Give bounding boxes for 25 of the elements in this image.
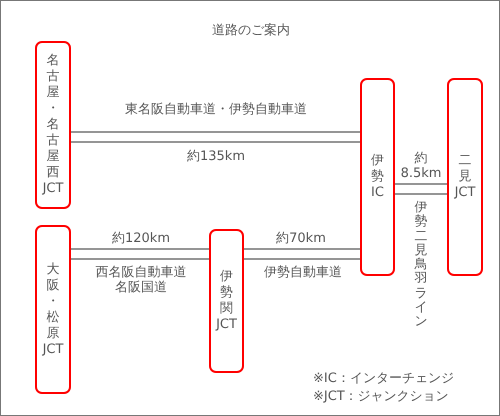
road-double-line bbox=[70, 248, 210, 260]
road-name: 西名阪自動車道名阪国道 bbox=[94, 265, 188, 295]
junction-box bbox=[209, 229, 244, 373]
junction-box bbox=[360, 78, 395, 276]
distance-label: 約120km bbox=[110, 231, 171, 246]
junction-box bbox=[35, 225, 71, 394]
road-double-line bbox=[70, 131, 361, 143]
road-name: 東名阪自動車道・伊勢自動車道 bbox=[124, 102, 308, 117]
junction-name: 大阪・松原JCT bbox=[42, 262, 64, 358]
road-double-line bbox=[243, 248, 361, 260]
junction-name: 二見JCT bbox=[454, 153, 476, 201]
junction-name: 名古屋・名古屋西JCT bbox=[42, 53, 64, 197]
distance-label: 約8.5km bbox=[400, 151, 442, 181]
junction-box bbox=[447, 78, 483, 276]
junction-box bbox=[35, 41, 71, 209]
road-name: 伊勢自動車道 bbox=[263, 265, 343, 280]
junction-name: 伊勢IC bbox=[371, 153, 384, 201]
road-double-line bbox=[394, 183, 448, 195]
junction-name: 伊勢関JCT bbox=[216, 269, 237, 333]
road-name: 伊勢二見鳥羽ライン bbox=[414, 201, 428, 330]
distance-label: 約135km bbox=[186, 149, 246, 164]
diagram-title: 道路のご案内 bbox=[211, 23, 291, 38]
abbreviation-note: ※JCT：ジャンクション bbox=[313, 389, 450, 404]
distance-label: 約70km bbox=[275, 231, 327, 246]
abbreviation-note: ※IC：インターチェンジ bbox=[313, 371, 455, 386]
